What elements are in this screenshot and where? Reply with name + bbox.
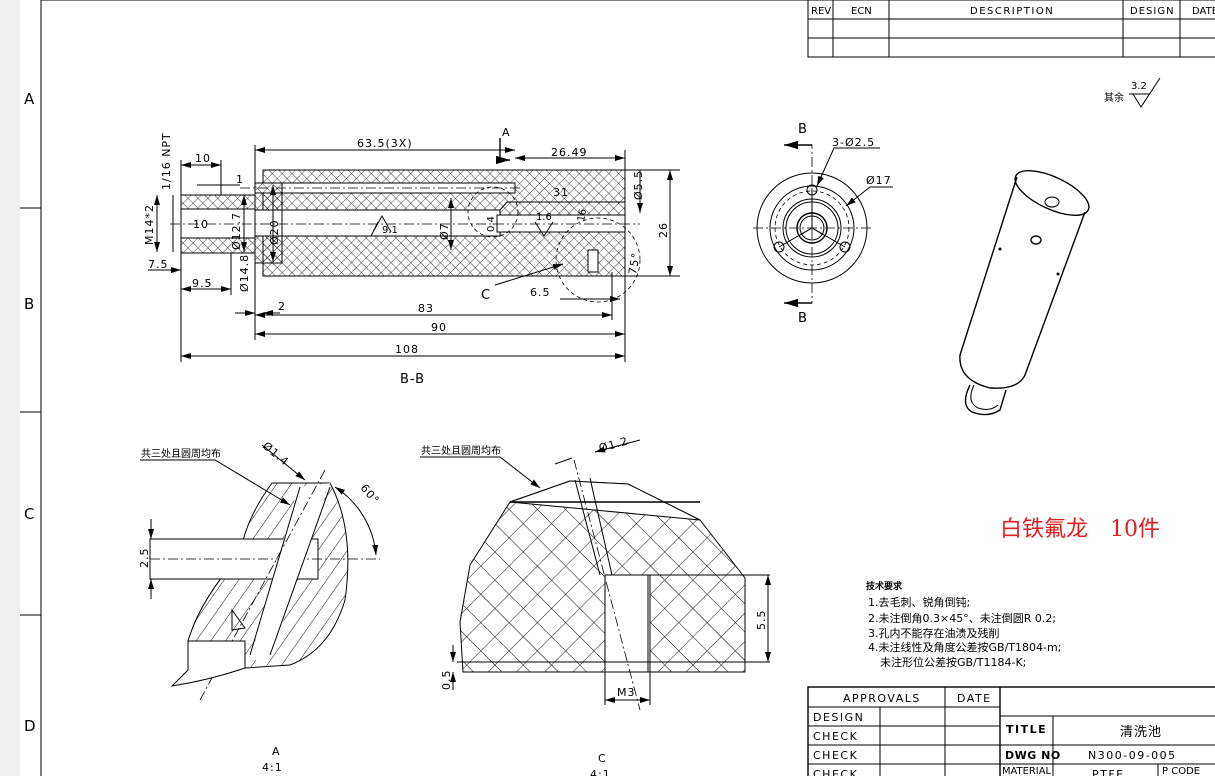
detail-a-label: A xyxy=(272,745,281,758)
dim-6-5: 6.5 xyxy=(530,286,551,299)
holes-callout: 3-Ø2.5 xyxy=(832,136,875,149)
tech-note-1: 1.去毛刺、锐角倒钝; xyxy=(868,595,970,609)
section-marker-a: A xyxy=(502,126,511,139)
rev-header: REV xyxy=(811,6,831,17)
detail-c-thread: M3 xyxy=(617,686,636,699)
dim-75-deg: 75° xyxy=(626,251,643,275)
roughness-9-1: 9.1 xyxy=(382,225,398,236)
tech-note-5: 未注形位公差按GB/T1184-K; xyxy=(880,655,1026,669)
dim-m14: M14*2 xyxy=(143,204,156,245)
dim-npt: 1/16 NPT xyxy=(160,132,173,190)
zone-letter-d: D xyxy=(24,717,37,735)
revision-table: REV ECN DESCRIPTION DESIGN DATE xyxy=(807,0,1215,58)
dim-d12-7: Ø12.7 xyxy=(230,212,243,250)
dim-0-4: 0.4 xyxy=(486,216,497,232)
dim-7-5: 7.5 xyxy=(148,258,169,271)
detail-c-note: 共三处且圆周均布 xyxy=(421,445,501,457)
detail-c-dim-b: 0.5 xyxy=(440,670,453,691)
dim-26: 26 xyxy=(657,222,670,238)
detail-a-scale: 4:1 xyxy=(262,761,283,774)
check-row-label-1: CHECK xyxy=(813,730,858,743)
detail-c-hole: Ø1.2 xyxy=(597,435,629,455)
dim-31: 31 xyxy=(553,186,569,199)
dwg-no-value: N300-09-005 xyxy=(1088,749,1177,762)
date-header: DATE xyxy=(957,692,992,705)
dim-d5-5: Ø5.5 xyxy=(632,170,645,200)
check-row-label-3: CHECK xyxy=(813,768,858,776)
detail-c-scale: 4:1 xyxy=(590,768,611,776)
surface-finish-symbol: 其余 3.2 xyxy=(1104,77,1161,108)
tech-note-4: 4.未注线性及角度公差按GB/T1804-m; xyxy=(868,640,1061,654)
dim-83: 83 xyxy=(418,302,434,315)
detail-c-view: 共三处且圆周均布 Ø1.2 5.5 0.5 M3 C 4:1 xyxy=(420,435,771,776)
svg-text:其余: 其余 xyxy=(1104,91,1124,104)
date-header: DATE xyxy=(1192,6,1215,17)
section-label-b-top: B xyxy=(798,122,808,137)
dim-d14-8: Ø14.8 xyxy=(238,254,251,292)
description-header: DESCRIPTION xyxy=(970,6,1054,17)
material-quantity-note: 白铁氟龙 10件 xyxy=(1000,517,1160,542)
zone-dividers xyxy=(20,207,41,616)
check-row-label-2: CHECK xyxy=(813,749,858,762)
dim-10-top: 10 xyxy=(195,152,211,165)
svg-text:3.2: 3.2 xyxy=(1131,81,1147,92)
material-label: MATERIAL xyxy=(1002,766,1051,776)
tech-note-3: 3.孔内不能存在油渍及残削 xyxy=(868,626,1000,640)
dim-90: 90 xyxy=(431,321,447,334)
end-view: B B 3-Ø2.5 Ø17 xyxy=(753,122,893,326)
design-header: DESIGN xyxy=(1130,6,1175,17)
material-value: PTFE xyxy=(1092,768,1125,776)
pcd-callout: Ø17 xyxy=(866,174,892,187)
ecn-header: ECN xyxy=(851,6,872,17)
detail-a-note: 共三处且圆周均布 xyxy=(141,448,221,460)
dim-d20: Ø20 xyxy=(268,219,281,245)
tech-notes-title: 技术要求 xyxy=(866,580,903,592)
title-label: TITLE xyxy=(1006,723,1047,736)
zone-letter-a: A xyxy=(24,90,35,108)
approvals-header: APPROVALS xyxy=(843,692,921,705)
detail-a-angle: 60° xyxy=(358,482,382,508)
dim-1: 1 xyxy=(236,173,244,186)
section-label-b-b: B-B xyxy=(400,372,425,387)
design-row-label: DESIGN xyxy=(813,711,864,724)
title-value: 清洗池 xyxy=(1120,725,1162,740)
p-code-label: P CODE xyxy=(1162,766,1200,776)
zone-letter-c: C xyxy=(24,505,35,523)
dim-26-49: 26.49 xyxy=(551,146,588,159)
dim-2: 2 xyxy=(278,300,286,313)
dim-10-mid: 10 xyxy=(193,218,209,231)
detail-a-hole: Ø1.4 xyxy=(260,439,291,468)
section-label-b-bottom: B xyxy=(798,311,808,326)
detail-a-view: 共三处且圆周均布 Ø1.4 60° 2.5 A 4:1 xyxy=(138,439,382,774)
tech-note-2: 2.未注倒角0.3×45°、未注倒圆R 0.2; xyxy=(868,611,1056,625)
dim-63-5: 63.5(3X) xyxy=(357,137,413,150)
detail-c-dim-h: 5.5 xyxy=(755,610,768,631)
dwg-no-label: DWG NO xyxy=(1005,749,1061,762)
section-b-b-view: 63.5(3X) 26.49 A 10 1 1/16 NPT M14*2 10 … xyxy=(143,126,680,387)
dim-9-5: 9.5 xyxy=(192,277,213,290)
title-block: APPROVALS DATE DESIGN CHECK CHECK CHECK … xyxy=(807,686,1215,776)
dim-d7: Ø7 xyxy=(438,222,451,240)
margin-strip xyxy=(0,0,20,776)
zone-letter-b: B xyxy=(24,295,35,313)
dim-108: 108 xyxy=(395,343,419,356)
technical-requirements: 技术要求 1.去毛刺、锐角倒钝; 2.未注倒角0.3×45°、未注倒圆R 0.2… xyxy=(866,580,1061,669)
detail-a-dim: 2.5 xyxy=(138,548,151,569)
detail-marker-c: C xyxy=(481,288,491,303)
dim-16: 16 xyxy=(576,208,589,222)
detail-c-label: C xyxy=(598,752,607,765)
isometric-view xyxy=(932,170,1090,416)
roughness-1-6: 1.6 xyxy=(536,212,552,223)
